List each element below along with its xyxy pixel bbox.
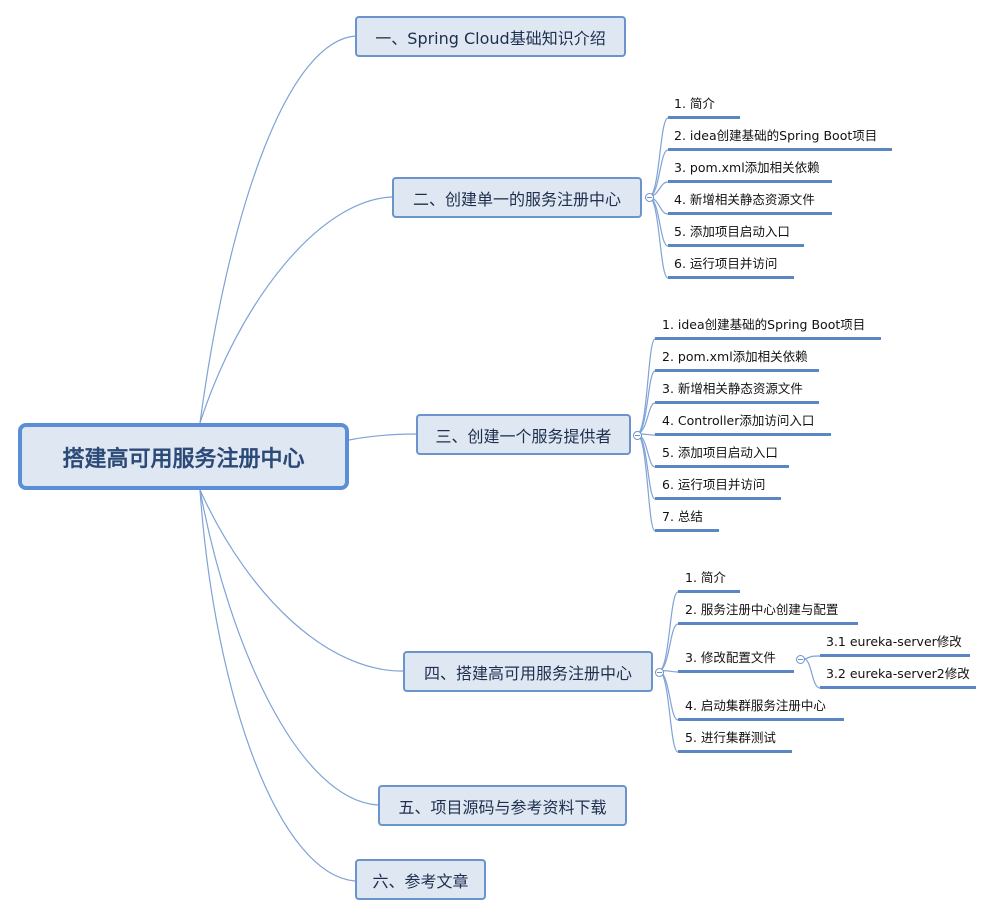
branch-label: 一、Spring Cloud基础知识介绍 [375,28,606,48]
leaf-underline [668,244,804,247]
leaf-2-3[interactable]: 3. pom.xml添加相关依赖 [672,160,820,176]
leaf-4-2[interactable]: 2. 服务注册中心创建与配置 [683,602,838,618]
leaf-underline [668,276,794,279]
leaf-label: 6. 运行项目并访问 [662,477,766,492]
collapse-toggle-2[interactable] [645,193,654,202]
branch-node-2[interactable]: 二、创建单一的服务注册中心 [392,177,642,218]
leaf-underline [668,148,892,151]
leaf-label: 2. 服务注册中心创建与配置 [685,602,839,617]
leaf-label: 4. Controller添加访问入口 [662,413,815,428]
leaf-underline [655,497,781,500]
leaf-underline [678,590,740,593]
leaf-3-5[interactable]: 5. 添加项目启动入口 [660,445,778,461]
branch-label: 五、项目源码与参考资料下载 [398,797,607,817]
branch-node-3[interactable]: 三、创建一个服务提供者 [416,414,631,455]
collapse-toggle-3[interactable] [633,431,642,440]
link-root-b3 [348,433,417,441]
leaf-label: 3.2 eureka-server2修改 [826,666,970,681]
link-root-b1 [199,35,357,424]
leaf-3-4[interactable]: 4. Controller添加访问入口 [660,413,814,429]
branch-label: 三、创建一个服务提供者 [435,426,612,446]
leaf-3-6[interactable]: 6. 运行项目并访问 [660,477,765,493]
leaf-4-3[interactable]: 3. 修改配置文件 [683,650,776,666]
leaf-underline [678,670,794,673]
link-root-b4 [199,489,404,672]
leaf-underline [655,529,719,532]
leaf-underline [655,337,881,340]
leaf-label: 3. 修改配置文件 [685,650,776,665]
root-node[interactable]: 搭建高可用服务注册中心 [18,423,349,490]
leaf-2-2[interactable]: 2. idea创建基础的Spring Boot项目 [672,128,877,144]
leaf-underline [655,401,819,404]
link-root-b5 [199,489,379,806]
collapse-toggle-4-3[interactable] [796,655,805,664]
leaf-label: 4. 启动集群服务注册中心 [685,698,826,713]
leaf-3-2[interactable]: 2. pom.xml添加相关依赖 [660,349,808,365]
branch-node-5[interactable]: 五、项目源码与参考资料下载 [378,785,627,826]
leaf-underline [668,116,740,119]
branch-node-6[interactable]: 六、参考文章 [355,859,486,900]
leaf-underline [820,654,970,657]
leaf-4-3-2[interactable]: 3.2 eureka-server2修改 [824,666,970,682]
leaf-label: 5. 进行集群测试 [685,730,776,745]
leaf-underline [655,433,831,436]
leaf-label: 6. 运行项目并访问 [674,256,778,271]
branch-label: 六、参考文章 [372,871,469,891]
leaf-underline [655,465,789,468]
leaf-4-1[interactable]: 1. 简介 [683,570,726,586]
leaf-label: 1. 简介 [685,570,726,585]
leaf-label: 5. 添加项目启动入口 [674,224,790,239]
leaf-4-4[interactable]: 4. 启动集群服务注册中心 [683,698,826,714]
branch-node-4[interactable]: 四、搭建高可用服务注册中心 [403,651,653,692]
leaf-4-5[interactable]: 5. 进行集群测试 [683,730,776,746]
leaf-underline [655,369,819,372]
leaf-3-3[interactable]: 3. 新增相关静态资源文件 [660,381,803,397]
branch-label: 四、搭建高可用服务注册中心 [423,663,632,683]
leaf-2-5[interactable]: 5. 添加项目启动入口 [672,224,790,240]
leaf-3-1[interactable]: 1. idea创建基础的Spring Boot项目 [660,317,865,333]
branch-label: 二、创建单一的服务注册中心 [412,189,621,209]
leaf-label: 3.1 eureka-server修改 [826,634,962,649]
link-root-b2 [199,196,393,424]
leaf-underline [678,718,844,721]
root-label: 搭建高可用服务注册中心 [62,446,305,472]
leaf-label: 1. 简介 [674,96,715,111]
leaf-label: 4. 新增相关静态资源文件 [674,192,815,207]
leaf-2-4[interactable]: 4. 新增相关静态资源文件 [672,192,815,208]
link-root-b6 [199,489,356,882]
leaf-label: 3. pom.xml添加相关依赖 [674,160,820,175]
collapse-toggle-4[interactable] [655,668,664,677]
leaf-label: 3. 新增相关静态资源文件 [662,381,803,396]
leaf-3-7[interactable]: 7. 总结 [660,509,703,525]
leaf-underline [678,622,858,625]
leaf-label: 2. idea创建基础的Spring Boot项目 [674,128,878,143]
leaf-underline [820,686,976,689]
leaf-4-3-1[interactable]: 3.1 eureka-server修改 [824,634,962,650]
leaf-label: 1. idea创建基础的Spring Boot项目 [662,317,866,332]
leaf-2-6[interactable]: 6. 运行项目并访问 [672,256,777,272]
leaf-2-1[interactable]: 1. 简介 [672,96,715,112]
leaf-label: 2. pom.xml添加相关依赖 [662,349,808,364]
leaf-underline [668,212,832,215]
leaf-label: 5. 添加项目启动入口 [662,445,778,460]
branch-node-1[interactable]: 一、Spring Cloud基础知识介绍 [355,16,626,57]
leaf-label: 7. 总结 [662,509,703,524]
leaf-underline [678,750,792,753]
leaf-underline [668,180,832,183]
